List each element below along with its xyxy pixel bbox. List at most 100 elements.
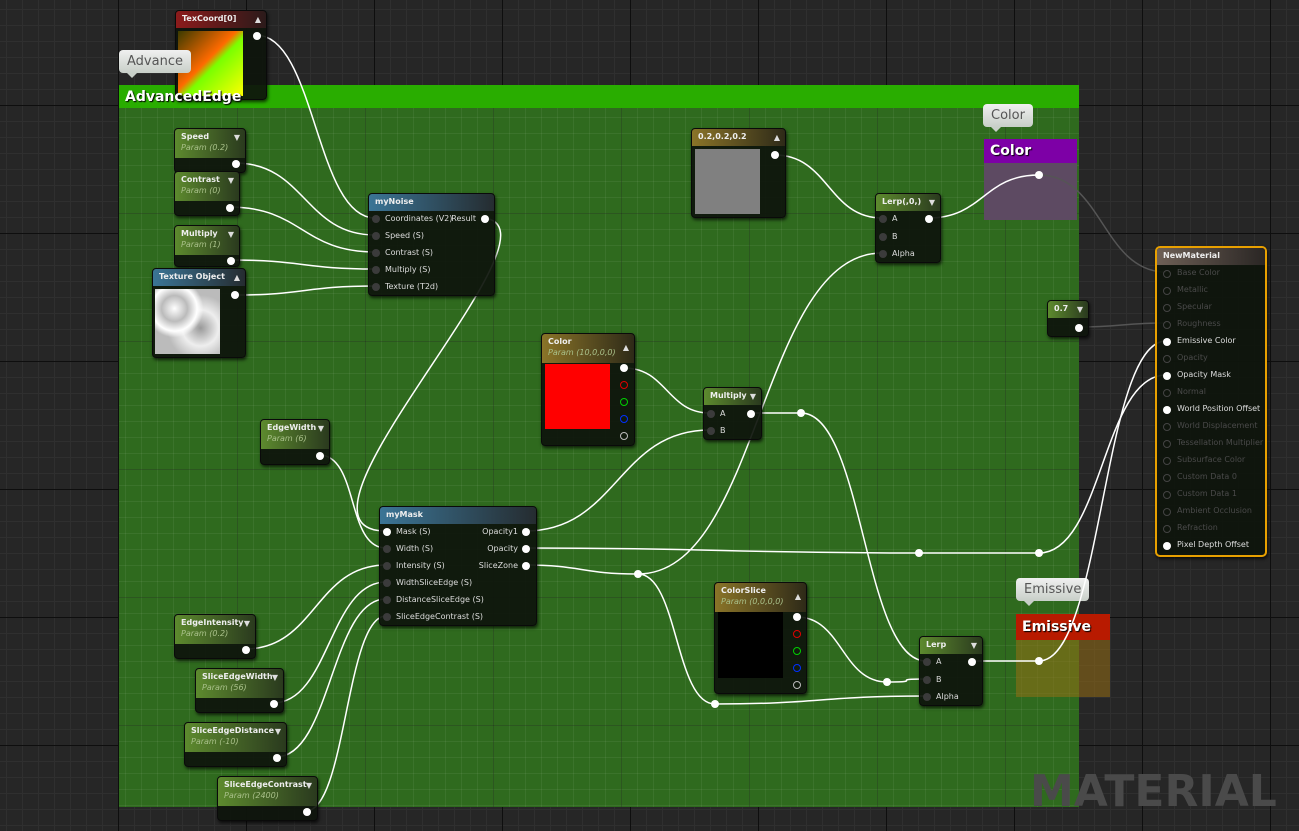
output-pin[interactable] <box>232 160 240 168</box>
output-pin[interactable] <box>303 808 311 816</box>
output-pin[interactable] <box>522 562 530 570</box>
reroute-node[interactable] <box>797 409 805 417</box>
custom-data-0-pin[interactable] <box>1163 474 1171 482</box>
b-output-pin[interactable] <box>620 415 628 423</box>
opacity-pin[interactable] <box>1163 355 1171 363</box>
reroute-node[interactable] <box>1035 657 1043 665</box>
ambient-occlusion-pin[interactable] <box>1163 508 1171 516</box>
reroute-node[interactable] <box>1035 549 1043 557</box>
input-pin[interactable] <box>383 596 391 604</box>
reroute-node[interactable] <box>1035 171 1043 179</box>
output-pin[interactable] <box>747 410 755 418</box>
comment-title[interactable]: Color <box>984 139 1077 163</box>
input-pin[interactable] <box>707 427 715 435</box>
input-pin[interactable] <box>372 283 380 291</box>
output-pin[interactable] <box>270 700 278 708</box>
comment-header[interactable]: AdvancedEdge <box>119 85 1079 108</box>
output-pin[interactable] <box>522 528 530 536</box>
world-displacement-pin[interactable] <box>1163 423 1171 431</box>
custom-data-1-pin[interactable] <box>1163 491 1171 499</box>
output-pin[interactable] <box>316 452 324 460</box>
input-pin[interactable] <box>923 658 931 666</box>
rgba-output-pin[interactable] <box>620 364 628 372</box>
reroute-node[interactable] <box>634 570 642 578</box>
input-pin[interactable] <box>923 675 931 684</box>
output-pin[interactable] <box>231 291 239 299</box>
input-pin[interactable] <box>383 562 391 570</box>
pixel-depth-offset-pin[interactable] <box>1163 542 1171 550</box>
output-pin[interactable] <box>481 215 489 223</box>
input-pin[interactable] <box>383 528 391 536</box>
output-pin[interactable] <box>771 151 779 159</box>
base-color-pin[interactable] <box>1163 270 1171 278</box>
output-pin[interactable] <box>226 204 234 212</box>
collapse-arrow-icon[interactable]: ▲ <box>622 343 629 352</box>
opacity-mask-pin[interactable] <box>1163 372 1171 380</box>
r-output-pin[interactable] <box>793 630 801 638</box>
input-pin[interactable] <box>372 232 380 240</box>
metallic-pin[interactable] <box>1163 287 1171 295</box>
output-pin[interactable] <box>522 545 530 553</box>
reroute-node[interactable] <box>915 549 923 557</box>
g-output-pin[interactable] <box>793 647 801 655</box>
input-pin[interactable] <box>879 215 887 223</box>
dropdown-arrow-icon[interactable]: ▼ <box>227 230 234 239</box>
dropdown-arrow-icon[interactable]: ▼ <box>227 176 234 185</box>
r-output-pin[interactable] <box>620 381 628 389</box>
input-pin[interactable] <box>372 215 380 223</box>
tessellation-multiplier-pin[interactable] <box>1163 440 1171 448</box>
specular-pin[interactable] <box>1163 304 1171 312</box>
collapse-arrow-icon[interactable]: ▲ <box>233 273 240 282</box>
output-pin[interactable] <box>242 646 250 654</box>
rgba-output-pin[interactable] <box>793 613 801 621</box>
node-scalar[interactable]: 0.7▼ <box>1047 300 1089 337</box>
input-pin[interactable] <box>372 249 380 257</box>
emissive-color-pin[interactable] <box>1163 338 1171 346</box>
dropdown-arrow-icon[interactable]: ▼ <box>1076 305 1083 314</box>
dropdown-arrow-icon[interactable]: ▼ <box>233 133 240 142</box>
output-pin[interactable] <box>1075 324 1083 332</box>
input-pin[interactable] <box>707 410 715 418</box>
node-texture-object[interactable]: Texture Object▲ <box>152 268 246 358</box>
collapse-arrow-icon[interactable]: ▲ <box>773 133 780 142</box>
input-pin[interactable] <box>383 613 391 621</box>
dropdown-arrow-icon[interactable]: ▼ <box>243 619 250 628</box>
output-pin[interactable] <box>253 32 261 40</box>
collapse-arrow-icon[interactable]: ▲ <box>794 592 801 601</box>
a-output-pin[interactable] <box>620 432 628 440</box>
dropdown-arrow-icon[interactable]: ▼ <box>305 781 312 790</box>
output-pin[interactable] <box>925 215 933 223</box>
node-constant-vector[interactable]: 0.2,0.2,0.2▲ <box>691 128 786 218</box>
comment-title[interactable]: Emissive <box>1016 614 1110 640</box>
input-pin[interactable] <box>923 693 931 701</box>
dropdown-arrow-icon[interactable]: ▼ <box>317 424 324 433</box>
g-output-pin[interactable] <box>620 398 628 406</box>
reroute-node[interactable] <box>711 700 719 708</box>
input-pin[interactable] <box>383 545 391 553</box>
input-pin[interactable] <box>879 232 887 241</box>
output-pin[interactable] <box>273 754 281 762</box>
comment-box-emissive[interactable]: Emissive <box>1016 614 1110 697</box>
subsurface-color-pin[interactable] <box>1163 457 1171 465</box>
b-output-pin[interactable] <box>793 664 801 672</box>
output-pin[interactable] <box>227 257 235 265</box>
input-pin[interactable] <box>879 250 887 258</box>
input-pin[interactable] <box>372 266 380 274</box>
collapse-arrow-icon[interactable]: ▲ <box>254 15 261 24</box>
output-pin[interactable] <box>968 658 976 666</box>
refraction-pin[interactable] <box>1163 525 1171 533</box>
node-my-mask[interactable]: myMask Mask (S)Width (S)Intensity (S)Wid… <box>379 506 537 626</box>
